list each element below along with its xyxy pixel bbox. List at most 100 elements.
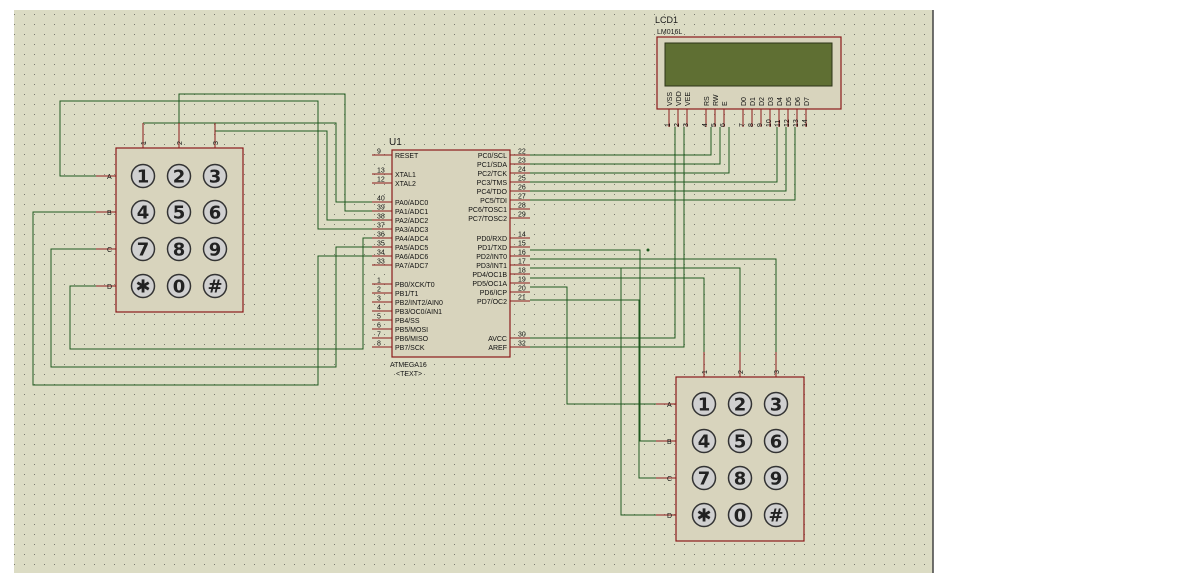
mcu-pin-name: PA6/ADC6 bbox=[395, 254, 428, 261]
mcu-pin-number: 18 bbox=[518, 268, 526, 275]
lcd-pin-name: D7 bbox=[804, 97, 811, 106]
wire bbox=[530, 267, 656, 516]
keypad-right-key[interactable] bbox=[763, 428, 789, 454]
mcu-pin-name: PB5/MOSI bbox=[395, 327, 428, 334]
mcu-pin-name: PB0/XCK/T0 bbox=[395, 282, 435, 289]
mcu-pin-number: 23 bbox=[518, 158, 526, 165]
keypad-right-key[interactable] bbox=[727, 465, 753, 491]
keypad-left-col-label: 2 bbox=[177, 141, 184, 145]
mcu-atmega16[interactable]: U1ATMEGA16<TEXT>9RESET13XTAL112XTAL240PA… bbox=[372, 137, 530, 378]
keypad-right-key[interactable] bbox=[763, 502, 789, 528]
mcu-pin-name: PD4/OC1B bbox=[472, 272, 507, 279]
keypad-right-row-label: C bbox=[667, 476, 672, 483]
lcd-screen bbox=[664, 42, 833, 87]
mcu-pin-name: PB3/OC0/AIN1 bbox=[395, 309, 442, 316]
mcu-pin-name: PC3/TMS bbox=[477, 180, 508, 187]
lcd-pin-name: VSS bbox=[667, 92, 674, 106]
keypad-left-key[interactable] bbox=[166, 273, 192, 299]
keypad-left-key-label: # bbox=[207, 277, 222, 298]
keypad-right-key-label: 1 bbox=[698, 395, 711, 416]
mcu-pin-number: 17 bbox=[518, 259, 526, 266]
mcu-pin-number: 7 bbox=[377, 332, 381, 339]
mcu-pin-name: PC5/TDI bbox=[480, 198, 507, 205]
mcu-pin-number: 39 bbox=[377, 205, 385, 212]
keypad-left-key[interactable] bbox=[166, 163, 192, 189]
keypad-right-key-label: 2 bbox=[734, 395, 747, 416]
mcu-pin-number: 28 bbox=[518, 203, 526, 210]
keypad-left-key[interactable] bbox=[166, 236, 192, 262]
mcu-pin-number: 22 bbox=[518, 149, 526, 156]
mcu-pin-number: 20 bbox=[518, 286, 526, 293]
keypad-right-key[interactable] bbox=[763, 391, 789, 417]
mcu-pin-name: PB6/MISO bbox=[395, 336, 429, 343]
wire-junction-dot bbox=[646, 248, 650, 252]
mcu-pin-name: PA4/ADC4 bbox=[395, 236, 428, 243]
lcd-part: LM016L bbox=[657, 29, 682, 36]
wire bbox=[530, 127, 796, 201]
mcu-pin-name: PD3/INT1 bbox=[476, 263, 507, 270]
wire bbox=[530, 127, 712, 156]
mcu-body bbox=[391, 149, 511, 358]
keypad-right-key-label: 8 bbox=[734, 469, 747, 490]
mcu-pin-name: PD5/OC1A bbox=[472, 281, 507, 288]
lcd-lm016l[interactable]: LCD1LM016L<TEXT>1VSS2VDD3VEE4RS5RW6E7D08… bbox=[655, 15, 842, 127]
wire bbox=[530, 127, 730, 174]
mcu-pin-name: PA2/ADC2 bbox=[395, 218, 428, 225]
keypad-right-key-label: 3 bbox=[770, 395, 783, 416]
keypad-left-key[interactable] bbox=[202, 163, 228, 189]
mcu-pin-name: PD6/ICP bbox=[480, 290, 508, 297]
mcu-pin-name: PA0/ADC0 bbox=[395, 200, 428, 207]
keypad-left-key[interactable] bbox=[130, 236, 156, 262]
mcu-pin-number: 6 bbox=[377, 323, 381, 330]
keypad-right-col-label: 1 bbox=[702, 370, 709, 374]
keypad-right-key[interactable] bbox=[763, 465, 789, 491]
wire bbox=[50, 246, 372, 368]
keypad-right-key-label: # bbox=[768, 506, 783, 527]
keypad-left-key[interactable] bbox=[130, 199, 156, 225]
lcd-pin-name: D0 bbox=[741, 97, 748, 106]
mcu-pin-name: PC2/TCK bbox=[477, 171, 507, 178]
wire bbox=[530, 127, 676, 339]
keypad-right-key[interactable] bbox=[691, 465, 717, 491]
mcu-pin-name: AVCC bbox=[488, 336, 507, 343]
keypad-left-key-label: 6 bbox=[209, 203, 222, 224]
keypad-right-row-label: D bbox=[667, 513, 672, 520]
lcd-pin-number: 10 bbox=[766, 119, 773, 127]
keypad-left-key[interactable] bbox=[202, 236, 228, 262]
lcd-pin-number: 1 bbox=[665, 123, 672, 127]
mcu-pin-name: PD0/RXD bbox=[477, 236, 507, 243]
mcu-ref: U1 bbox=[389, 137, 402, 148]
lcd-pin-name: E bbox=[722, 101, 729, 106]
keypad-right-key[interactable] bbox=[691, 391, 717, 417]
keypad-left-key-label: 1 bbox=[137, 167, 150, 188]
keypad-right-key[interactable] bbox=[727, 428, 753, 454]
keypad-right-key[interactable] bbox=[691, 428, 717, 454]
mcu-pin-number: 29 bbox=[518, 212, 526, 219]
wire bbox=[143, 122, 372, 203]
keypad-left-key[interactable] bbox=[202, 199, 228, 225]
mcu-pin-name: XTAL2 bbox=[395, 181, 416, 188]
keypad-right-key-label: 6 bbox=[770, 432, 783, 453]
keypad-right-key[interactable] bbox=[727, 391, 753, 417]
mcu-pin-name: AREF bbox=[488, 345, 507, 352]
keypad-right-key[interactable] bbox=[727, 502, 753, 528]
keypad-left-key-label: 7 bbox=[137, 240, 150, 261]
keypad-left-key[interactable] bbox=[130, 273, 156, 299]
keypad-left-key[interactable] bbox=[130, 163, 156, 189]
mcu-pin-number: 12 bbox=[377, 177, 385, 184]
keypad-right-key-label: ✱ bbox=[696, 506, 711, 527]
keypad-right-row-label: A bbox=[667, 402, 672, 409]
keypad-left-key-label: 3 bbox=[209, 167, 222, 188]
keypad-right-key[interactable] bbox=[691, 502, 717, 528]
keypad-left-key-label: 9 bbox=[209, 240, 222, 261]
keypad-left-key[interactable] bbox=[166, 199, 192, 225]
mcu-pin-name: PA3/ADC3 bbox=[395, 227, 428, 234]
mcu-pin-name: PD1/TXD bbox=[477, 245, 507, 252]
mcu-pin-name: RESET bbox=[395, 153, 419, 160]
mcu-pin-name: PD7/OC2 bbox=[477, 299, 507, 306]
keypad-left-key[interactable] bbox=[202, 273, 228, 299]
lcd-pin-name: D1 bbox=[750, 97, 757, 106]
lcd-pin-name: D2 bbox=[759, 97, 766, 106]
